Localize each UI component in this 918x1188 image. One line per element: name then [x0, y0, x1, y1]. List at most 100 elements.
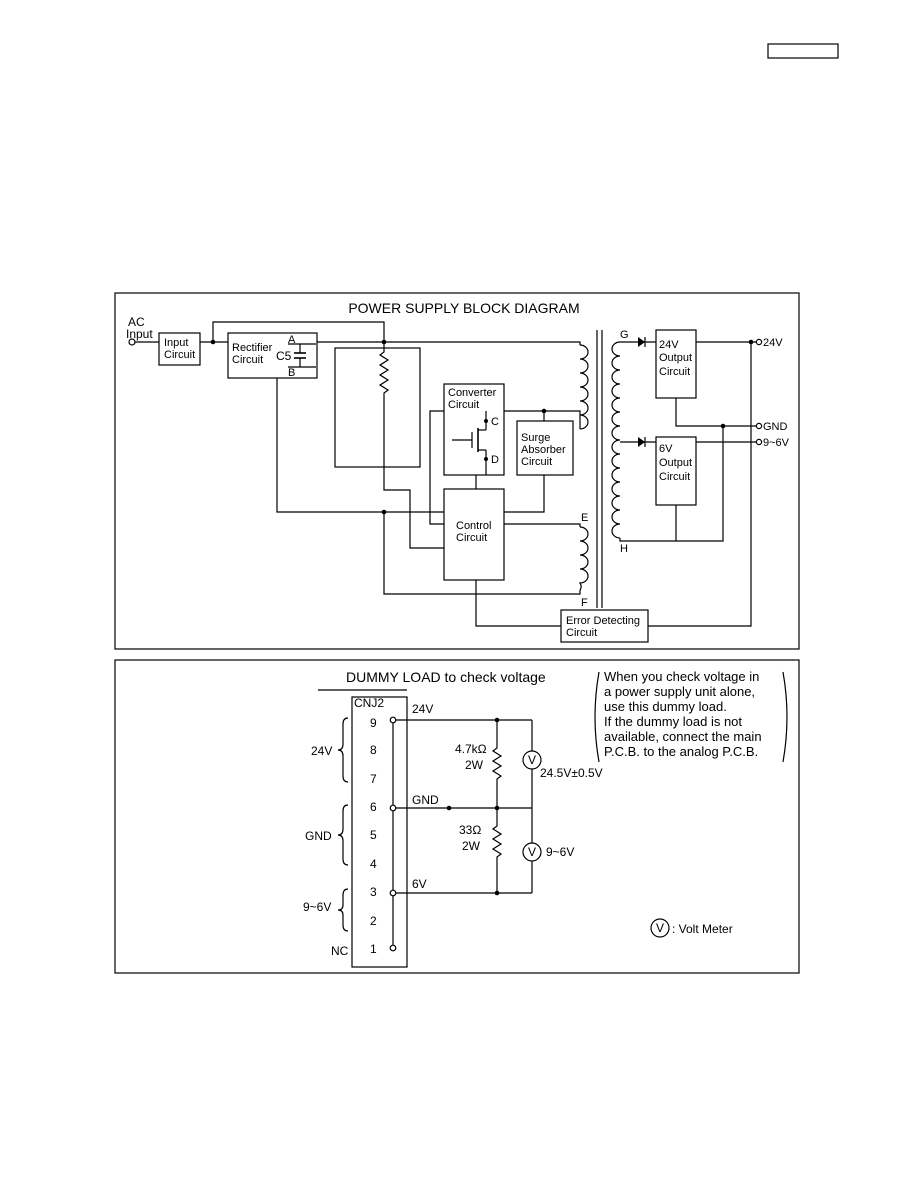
out24-label-3: Circuit: [659, 366, 690, 378]
reading-24v: 24.5V±0.5V: [540, 766, 603, 780]
note-line-2: a power supply unit alone,: [604, 684, 755, 699]
dummy-load-title: DUMMY LOAD to check voltage: [346, 669, 546, 685]
surge-label-2: Absorber: [521, 444, 566, 456]
group-24v-label: 24V: [311, 744, 332, 758]
node-a-label: A: [288, 334, 296, 346]
error-detecting-block: [560, 609, 649, 643]
node-c-label: C: [491, 416, 499, 428]
term-24v-label: 24V: [763, 337, 783, 349]
note-line-5: available, connect the main: [604, 729, 762, 744]
surge-label-1: Surge: [521, 432, 550, 444]
node-b-label: B: [288, 367, 295, 379]
resistor-33: [491, 808, 503, 893]
term-96v-label: 9~6V: [763, 437, 790, 449]
connector-label: CNJ2: [354, 696, 384, 710]
note-line-6: P.C.B. to the analog P.C.B.: [604, 744, 758, 759]
note-line-1: When you check voltage in: [604, 669, 759, 684]
r2-power: 2W: [462, 839, 481, 853]
node-e-label: E: [581, 512, 588, 524]
node-h-label: H: [620, 543, 628, 555]
out6-label-1: 6V: [659, 443, 673, 455]
cnj2-connector: [351, 696, 408, 968]
converter-label-2: Circuit: [448, 399, 479, 411]
out24-label-2: Output: [659, 352, 692, 364]
terminal-9-6v: [755, 438, 763, 446]
input-circuit-block: [158, 332, 201, 366]
block-diagram-title: POWER SUPPLY BLOCK DIAGRAM: [348, 300, 579, 316]
diode-6v-icon: [638, 437, 646, 447]
out6-label-3: Circuit: [659, 471, 690, 483]
r1-value: 4.7kΩ: [455, 742, 487, 756]
diode-24v-icon: [638, 337, 646, 347]
dummy-load-diagram: DUMMY LOAD to check voltage CNJ2 9 8 7 6…: [114, 659, 800, 974]
note-paren-left: [594, 671, 600, 763]
rectifier-label-2: Circuit: [232, 354, 263, 366]
r2-value: 33Ω: [459, 823, 481, 837]
control-circuit-block: [443, 488, 505, 581]
svg-text:V: V: [528, 753, 536, 767]
pin-8: 8: [370, 743, 377, 757]
pin-9: 9: [370, 716, 377, 730]
brace-9-6v: [337, 888, 349, 932]
dummy-load-frame: [114, 659, 800, 974]
primary-winding: [579, 344, 589, 430]
volt-meter-24v-icon: V: [522, 750, 542, 770]
rectifier-circuit-block: [227, 332, 318, 379]
pin-5: 5: [370, 828, 377, 842]
group-96v-label: 9~6V: [303, 900, 331, 914]
ac-input-label-2: Input: [126, 327, 153, 341]
header-label-box: [767, 43, 839, 59]
legend-text: : Volt Meter: [672, 922, 733, 936]
r1-power: 2W: [465, 758, 484, 772]
mosfet-symbol: [452, 411, 488, 475]
volt-meter-legend-icon: V: [650, 918, 670, 938]
out6-label-2: Output: [659, 457, 692, 469]
converter-circuit-block: [443, 383, 505, 476]
volt-meter-6v-icon: V: [522, 842, 542, 862]
pin-3: 3: [370, 885, 377, 899]
rail-24v-label: 24V: [412, 702, 433, 716]
ac-input-label-1: AC: [128, 315, 145, 329]
secondary-winding: [611, 341, 621, 539]
node-f-label: F: [581, 597, 588, 609]
svg-text:V: V: [528, 845, 536, 859]
control-label-1: Control: [456, 520, 491, 532]
note-paren-right: [782, 671, 788, 763]
pin-4: 4: [370, 857, 377, 871]
block-diagram-frame: [114, 292, 800, 650]
brace-24v: [337, 717, 349, 783]
input-circuit-label-1: Input: [164, 337, 188, 349]
surge-absorber-block: [516, 420, 574, 476]
pin-2: 2: [370, 914, 377, 928]
output-6v-block: [655, 436, 697, 506]
input-circuit-label-2: Circuit: [164, 349, 195, 361]
control-label-2: Circuit: [456, 532, 487, 544]
ac-input-terminal: [128, 338, 136, 346]
power-supply-block-diagram: POWER SUPPLY BLOCK DIAGRAM AC Input Inpu…: [114, 292, 800, 650]
rail-6v-label: 6V: [412, 877, 427, 891]
group-gnd-label: GND: [305, 829, 332, 843]
pin-6: 6: [370, 800, 377, 814]
rectifier-label-1: Rectifier: [232, 342, 273, 354]
note-line-3: use this dummy load.: [604, 699, 727, 714]
converter-label-1: Converter: [448, 387, 497, 399]
c5-label: C5: [276, 349, 292, 363]
node-g-label: G: [620, 329, 629, 341]
pin-7: 7: [370, 772, 377, 786]
surge-label-3: Circuit: [521, 456, 552, 468]
startup-resistor: [378, 342, 444, 549]
svg-text:V: V: [656, 921, 664, 935]
pin-1-nc-terminal: [389, 944, 397, 952]
out24-label-1: 24V: [659, 339, 679, 351]
brace-gnd: [337, 804, 349, 866]
error-detect-label-2: Circuit: [566, 627, 597, 639]
rail-gnd-label: GND: [412, 793, 439, 807]
note-line-4: If the dummy load is not: [604, 714, 742, 729]
group-nc-label: NC: [331, 944, 349, 958]
term-gnd-label: GND: [763, 421, 788, 433]
output-24v-block: [655, 329, 697, 399]
terminal-24v: [755, 338, 763, 346]
terminal-gnd: [755, 422, 763, 430]
startup-resistor-panel: [334, 347, 421, 468]
